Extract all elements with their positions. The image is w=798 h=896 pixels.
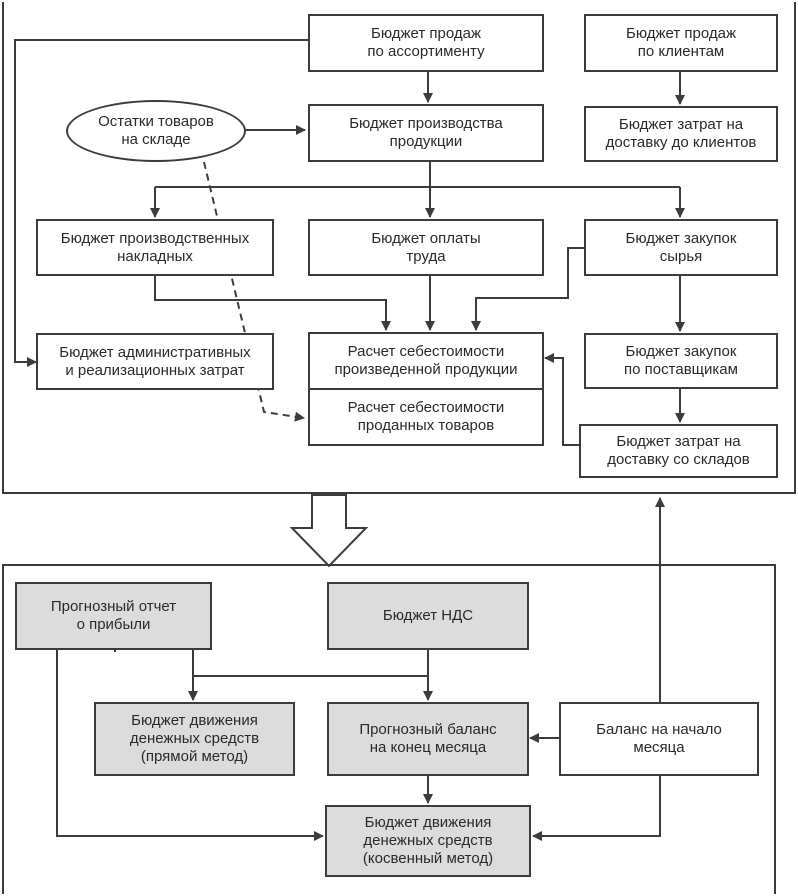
node-cost-of-goods-sold: Расчет себестоимости проданных товаров [308,388,544,446]
node-sales-by-clients: Бюджет продаж по клиентам [584,14,778,72]
connector-opening-to-indirect [532,776,661,841]
node-purchases-by-suppliers: Бюджет закупок по поставщикам [584,333,778,389]
node-forecast-income: Прогнозный отчет о прибыли [15,582,212,650]
node-labor-payment: Бюджет оплаты труда [308,219,544,276]
node-cashflow-direct: Бюджет движения денежных средств (прямой… [94,702,295,776]
connector-overhead-to-cost [154,276,391,331]
node-vat-budget: Бюджет НДС [327,582,529,650]
node-sales-by-assortment: Бюджет продаж по ассортименту [308,14,544,72]
connector-sales-to-admin [14,39,308,367]
connector-purchases-to-cost [471,247,584,331]
node-forecast-balance: Прогнозный баланс на конец месяца [327,702,529,776]
connector-production-split [155,162,680,188]
node-warehouse-delivery-costs: Бюджет затрат на доставку со складов [579,424,778,478]
connector-income-to-indirect [56,650,324,841]
connector-warehouse-to-cost [544,353,579,446]
node-production-budget: Бюджет производства продукции [308,104,544,162]
node-client-delivery-costs: Бюджет затрат на доставку до клиентов [584,106,778,162]
node-raw-purchases: Бюджет закупок сырья [584,219,778,276]
node-admin-sales-costs: Бюджет административных и реализационных… [36,333,274,390]
top-panel [2,2,796,494]
node-stock-on-hand: Остатки товаров на складе [66,100,246,162]
bottom-panel [2,564,776,894]
node-cashflow-indirect: Бюджет движения денежных средств (косвен… [325,805,531,877]
node-cost-of-production: Расчет себестоимости произведенной проду… [308,332,544,390]
node-production-overhead: Бюджет производственных накладных [36,219,274,276]
node-opening-balance: Баланс на начало месяца [559,702,759,776]
transition-arrow [289,494,369,568]
